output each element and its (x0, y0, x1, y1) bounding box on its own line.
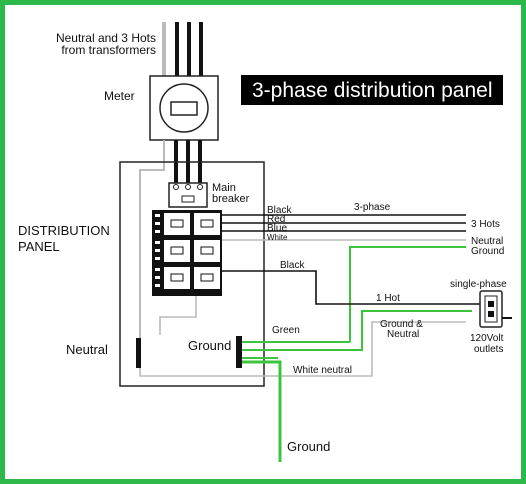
neutral-label: Neutral (66, 342, 108, 357)
outlets-label-1: 120Volt (470, 333, 504, 344)
one-hot-label: 1 Hot (376, 293, 400, 304)
blue-wire-label: Blue (267, 223, 287, 234)
main-breaker-label-2: breaker (212, 193, 250, 205)
black-wire-label: Black (267, 205, 292, 216)
incoming-wires (162, 22, 203, 76)
black-branch-label: Black (280, 260, 305, 271)
outlet (479, 290, 512, 328)
distribution-panel-box (119, 161, 265, 387)
white-wire-label: White (267, 233, 288, 242)
single-phase-label: single-phase (450, 279, 507, 290)
three-hots-label: 3 Hots (471, 219, 500, 230)
ground-right-label: Ground (471, 246, 504, 257)
distribution-label-1: DISTRIBUTION (18, 223, 110, 238)
meter-label: Meter (104, 89, 135, 103)
neutral-right-label: Neutral (471, 236, 503, 247)
ground-wiring (236, 246, 472, 462)
outlets-label-2: outlets (474, 344, 503, 355)
single-phase-hot-wire (222, 270, 484, 305)
main-breaker-label-1: Main (212, 182, 236, 194)
ground-neutral-label-2: Neutral (387, 329, 419, 340)
ground-bottom-label: Ground (287, 439, 330, 454)
three-phase-wires (222, 214, 466, 241)
ground-neutral-label-1: Ground & (380, 319, 423, 330)
neutral-wiring (136, 296, 466, 377)
white-neutral-label: White neutral (293, 365, 352, 376)
meter (149, 75, 219, 141)
distribution-label-2: PANEL (18, 239, 60, 254)
green-wire-label: Green (272, 325, 300, 336)
main-breaker (168, 182, 208, 208)
diagram-title: 3-phase distribution panel (252, 79, 493, 102)
title-box (241, 75, 503, 105)
red-wire-label: Red (267, 214, 285, 225)
three-phase-label: 3-phase (354, 202, 391, 213)
source-label-1: Neutral and 3 Hots (56, 31, 156, 45)
source-label-2: from transformers (61, 43, 156, 57)
ground-bar-label: Ground (188, 338, 231, 353)
breaker-block (152, 210, 222, 296)
